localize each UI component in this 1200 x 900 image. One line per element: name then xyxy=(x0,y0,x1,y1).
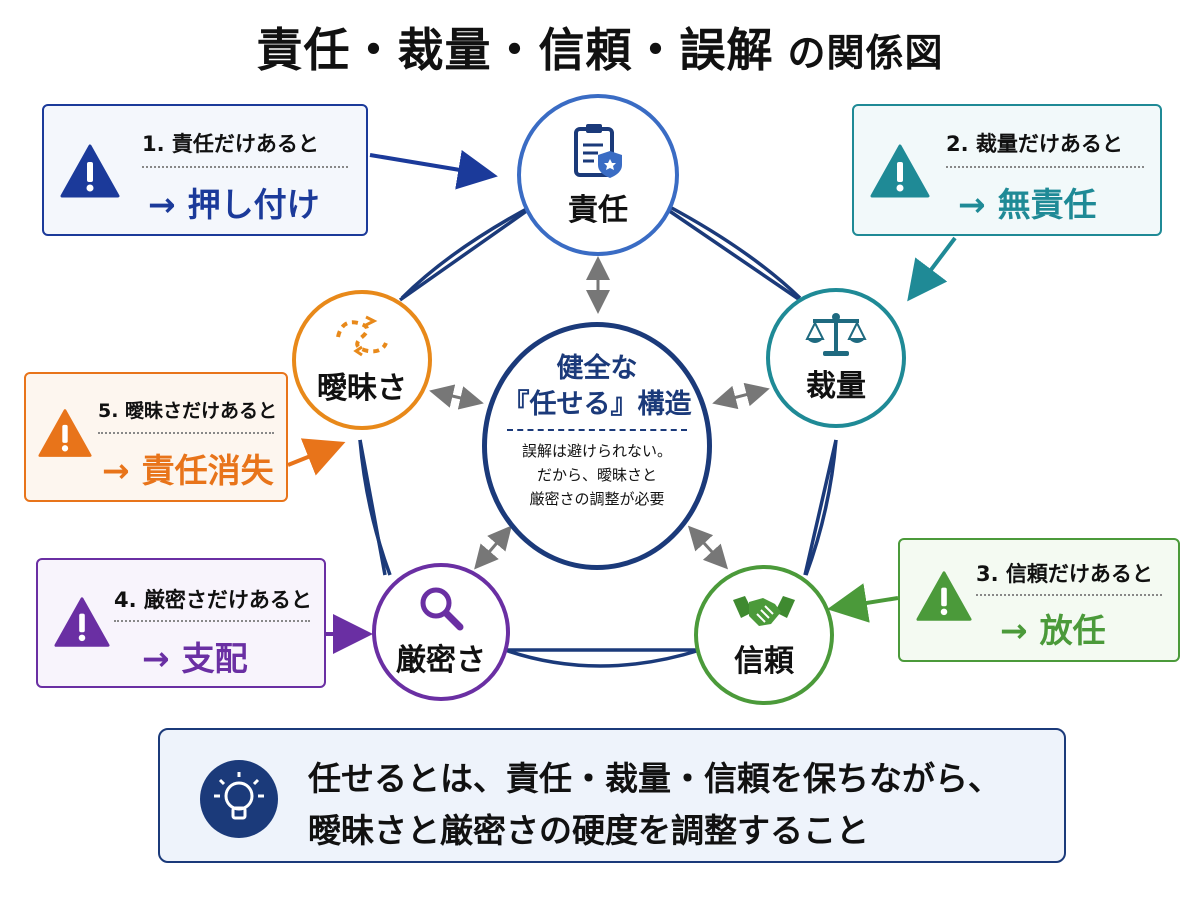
center-healthy-structure: 健全な 『任せる』構造 誤解は避けられない。 だから、曖昧さと 厳密さの調整が必… xyxy=(482,322,712,570)
center-desc1: 誤解は避けられない。 xyxy=(521,442,672,460)
magnifier-icon xyxy=(420,587,464,631)
warning-icon xyxy=(54,597,110,647)
warning-heading: 4. 厳密さだけあると xyxy=(114,588,312,612)
warning-result: →放任 xyxy=(1000,611,1106,650)
lightbulb-icon xyxy=(200,760,278,838)
node-strictness: 厳密さ xyxy=(372,563,510,701)
warning-heading: 1. 責任だけあると xyxy=(142,132,319,156)
node-label-trust: 信頼 xyxy=(734,644,794,679)
page-title: 責任・裁量・信頼・誤解の関係図 xyxy=(0,14,1200,80)
center-desc3: 厳密さの調整が必要 xyxy=(529,490,665,508)
outer-ring xyxy=(358,208,838,652)
warning-divider xyxy=(98,432,274,434)
warning-icon xyxy=(38,409,92,457)
dashed-loop-icon xyxy=(336,315,388,357)
summary-box: 任せるとは、責任・裁量・信頼を保ちながら、 曖昧さと厳密さの硬度を調整すること xyxy=(158,728,1066,863)
summary-line2: 曖昧さと厳密さの硬度を調整すること xyxy=(308,811,869,850)
warning-box-5: 5. 曖昧さだけあると →責任消失 xyxy=(24,372,288,502)
warning-box-1: 1. 責任だけあると →押し付け xyxy=(42,104,368,236)
clipboard-shield-icon xyxy=(574,124,622,178)
warning-box-2: 2. 裁量だけあると →無責任 xyxy=(852,104,1162,236)
warning-result: →押し付け xyxy=(148,185,320,224)
center-divider xyxy=(507,429,687,431)
warning-divider xyxy=(976,594,1162,596)
warning-result: →無責任 xyxy=(958,185,1097,224)
node-label-strictness: 厳密さ xyxy=(396,643,486,678)
node-responsibility: 責任 xyxy=(517,94,679,256)
node-label-ambiguity: 曖昧さ xyxy=(317,371,407,406)
warning-divider xyxy=(946,166,1144,168)
warning-heading: 3. 信頼だけあると xyxy=(976,562,1153,586)
warning-box-3: 3. 信頼だけあると →放任 xyxy=(898,538,1180,662)
node-discretion: 裁量 xyxy=(766,288,906,428)
warning-icon xyxy=(870,144,930,198)
handshake-icon xyxy=(733,596,795,626)
warning-result: →支配 xyxy=(142,639,248,678)
center-line2: 『任せる』構造 xyxy=(502,389,692,420)
scales-icon xyxy=(805,313,867,356)
summary-line1: 任せるとは、責任・裁量・信頼を保ちながら、 xyxy=(308,759,1001,798)
warning-box-4: 4. 厳密さだけあると →支配 xyxy=(36,558,326,688)
warning-result: →責任消失 xyxy=(102,451,274,490)
node-trust: 信頼 xyxy=(694,565,834,705)
node-ambiguity: 曖昧さ xyxy=(292,290,432,430)
warning-heading: 5. 曖昧さだけあると xyxy=(98,400,278,422)
node-label-discretion: 裁量 xyxy=(806,369,866,404)
title-main: 責任・裁量・信頼・誤解 xyxy=(256,23,774,77)
warning-divider xyxy=(142,166,348,168)
center-line1: 健全な xyxy=(556,353,638,384)
warning-icon xyxy=(60,144,120,198)
warning-icon xyxy=(916,571,972,621)
warning-heading: 2. 裁量だけあると xyxy=(946,132,1123,156)
center-desc2: だから、曖昧さと xyxy=(536,466,657,484)
warning-divider xyxy=(114,620,310,622)
node-label-responsibility: 責任 xyxy=(568,193,628,228)
title-suffix: の関係図 xyxy=(787,31,944,75)
